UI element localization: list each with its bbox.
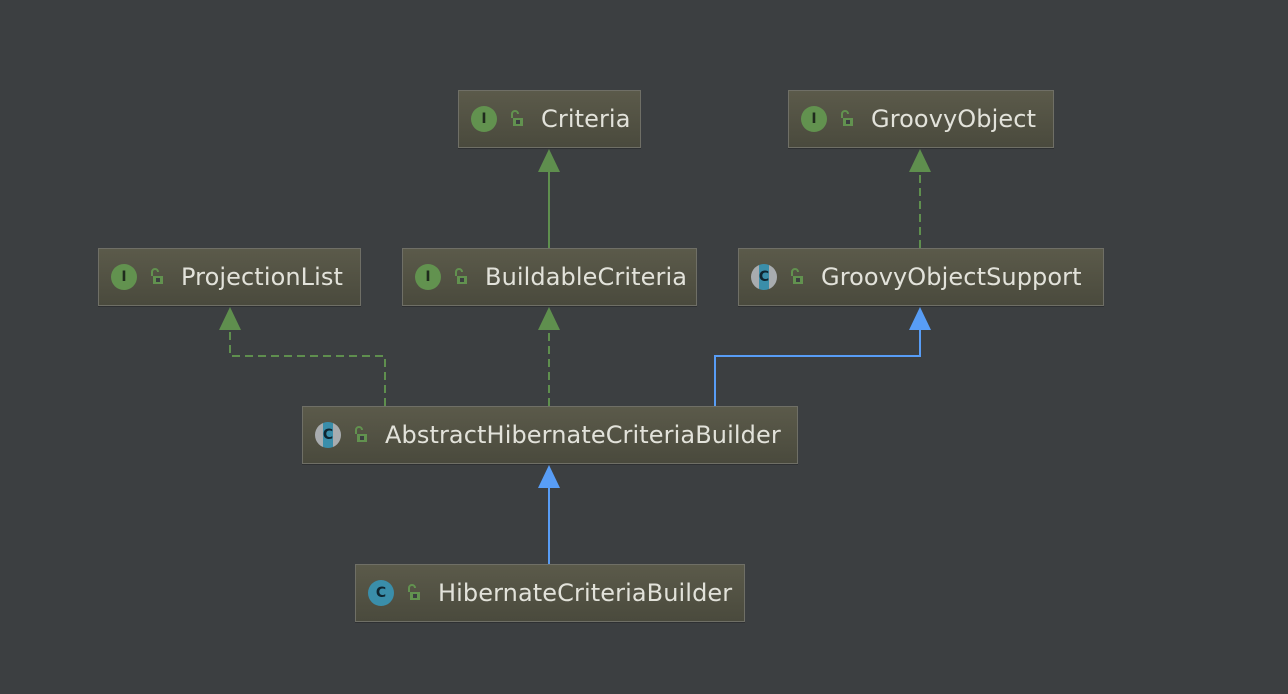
node-projection-list[interactable]: I ProjectionList — [98, 248, 361, 306]
interface-icon: I — [415, 264, 441, 290]
node-label: BuildableCriteria — [485, 263, 688, 291]
edge-arrowhead — [909, 149, 931, 172]
interface-icon: I — [471, 106, 497, 132]
edge-abstracthcb-to-groovyobjectsupport — [714, 307, 931, 406]
interface-icon: I — [111, 264, 137, 290]
edge-buildablecriteria-to-criteria — [538, 149, 560, 248]
class-icon: C — [368, 580, 394, 606]
node-label: AbstractHibernateCriteriaBuilder — [385, 421, 781, 449]
node-groovy-object-support[interactable]: C GroovyObjectSupport — [738, 248, 1104, 306]
unlocked-padlock-icon — [151, 268, 163, 284]
node-hibernate-criteria-builder[interactable]: C HibernateCriteriaBuilder — [355, 564, 745, 622]
interface-icon: I — [801, 106, 827, 132]
unlocked-padlock-icon — [511, 110, 523, 126]
node-label: ProjectionList — [181, 263, 344, 291]
unlocked-padlock-icon — [841, 110, 853, 126]
edge-hcb-to-abstracthcb — [538, 465, 560, 564]
abstract-class-icon: C — [751, 264, 777, 290]
node-label: Criteria — [541, 105, 631, 133]
unlocked-padlock-icon — [355, 426, 367, 442]
edge-groovyobjectsupport-to-groovyobject — [909, 149, 931, 248]
edge-arrowhead — [219, 307, 241, 330]
edge-arrowhead — [538, 149, 560, 172]
node-groovy-object[interactable]: I GroovyObject — [788, 90, 1054, 148]
unlocked-padlock-icon — [408, 584, 420, 600]
edge-abstracthcb-to-buildablecriteria — [538, 307, 560, 406]
edge-arrowhead — [538, 465, 560, 488]
edge-arrowhead — [909, 307, 931, 330]
node-label: GroovyObjectSupport — [821, 263, 1082, 291]
node-abstract-hibernate-criteria-builder[interactable]: C AbstractHibernateCriteriaBuilder — [302, 406, 798, 464]
edge-abstracthcb-to-projectionlist — [219, 307, 386, 406]
unlocked-padlock-icon — [791, 268, 803, 284]
node-label: GroovyObject — [871, 105, 1037, 133]
edge-arrowhead — [538, 307, 560, 330]
unlocked-padlock-icon — [455, 268, 467, 284]
node-criteria[interactable]: I Criteria — [458, 90, 641, 148]
node-label: HibernateCriteriaBuilder — [438, 579, 733, 607]
abstract-class-icon: C — [315, 422, 341, 448]
node-buildable-criteria[interactable]: I BuildableCriteria — [402, 248, 697, 306]
